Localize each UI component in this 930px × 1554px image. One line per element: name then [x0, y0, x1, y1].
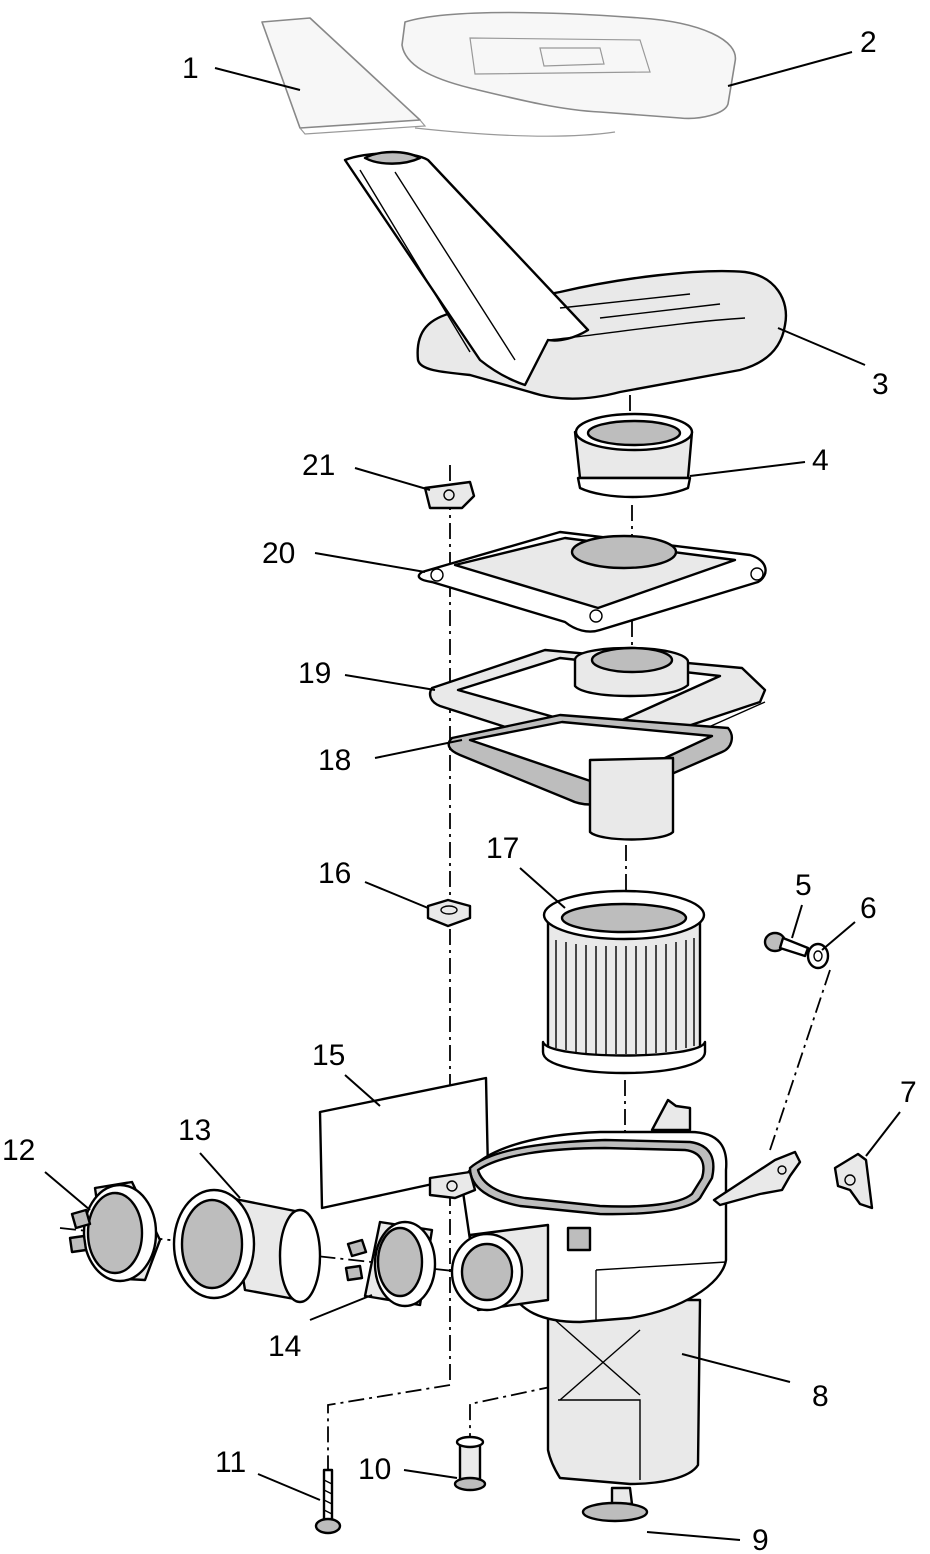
callout-18: 18 [318, 744, 351, 777]
callout-9: 9 [752, 1524, 769, 1554]
callout-numbers: 1 2 3 4 5 6 7 8 9 10 11 12 13 14 15 16 1… [2, 26, 917, 1554]
callout-6: 6 [860, 892, 877, 925]
callout-5: 5 [795, 869, 812, 902]
part-21-wing-nut [423, 480, 476, 510]
callout-leader-lines [44, 51, 901, 1541]
part-12-clamp-ring [68, 1180, 162, 1283]
part-7-bracket-clip [833, 1152, 874, 1210]
part-11-long-screw [314, 1468, 342, 1535]
part-2-pad [401, 11, 737, 120]
part-13-inlet-duct [172, 1188, 322, 1304]
housing-spigot [588, 756, 675, 841]
callout-8: 8 [812, 1380, 829, 1413]
callout-16: 16 [318, 857, 351, 890]
callout-19: 19 [298, 657, 331, 690]
callout-21: 21 [302, 449, 335, 482]
callout-11: 11 [215, 1446, 246, 1479]
callout-15: 15 [312, 1039, 345, 1072]
part-9-drain-plug [581, 1486, 649, 1523]
air-box-inlet-spigot [428, 1170, 550, 1312]
callout-20: 20 [262, 537, 295, 570]
callout-4: 4 [812, 444, 829, 477]
callout-14: 14 [268, 1330, 301, 1363]
callout-12: 12 [2, 1134, 35, 1167]
part-20-top-plate [417, 530, 767, 633]
callout-13: 13 [178, 1114, 211, 1147]
part-1-decal-plate [261, 17, 616, 137]
part-16-hex-nut [426, 898, 472, 928]
callout-3: 3 [872, 368, 889, 401]
callout-7: 7 [900, 1076, 917, 1109]
part-14-hose-clamp [344, 1220, 437, 1308]
part-8-air-box [460, 1098, 802, 1486]
part-5-screw [763, 931, 810, 958]
callout-1: 1 [182, 52, 199, 85]
callout-17: 17 [486, 832, 519, 865]
part-10-grommet [453, 1435, 487, 1492]
part-17-filter-element [541, 889, 707, 1075]
filter-pleats [555, 938, 695, 1054]
callout-2: 2 [860, 26, 877, 59]
part-4-intake-boot [573, 412, 694, 499]
part-3-silencer-cover [343, 150, 788, 400]
callout-10: 10 [358, 1453, 391, 1486]
